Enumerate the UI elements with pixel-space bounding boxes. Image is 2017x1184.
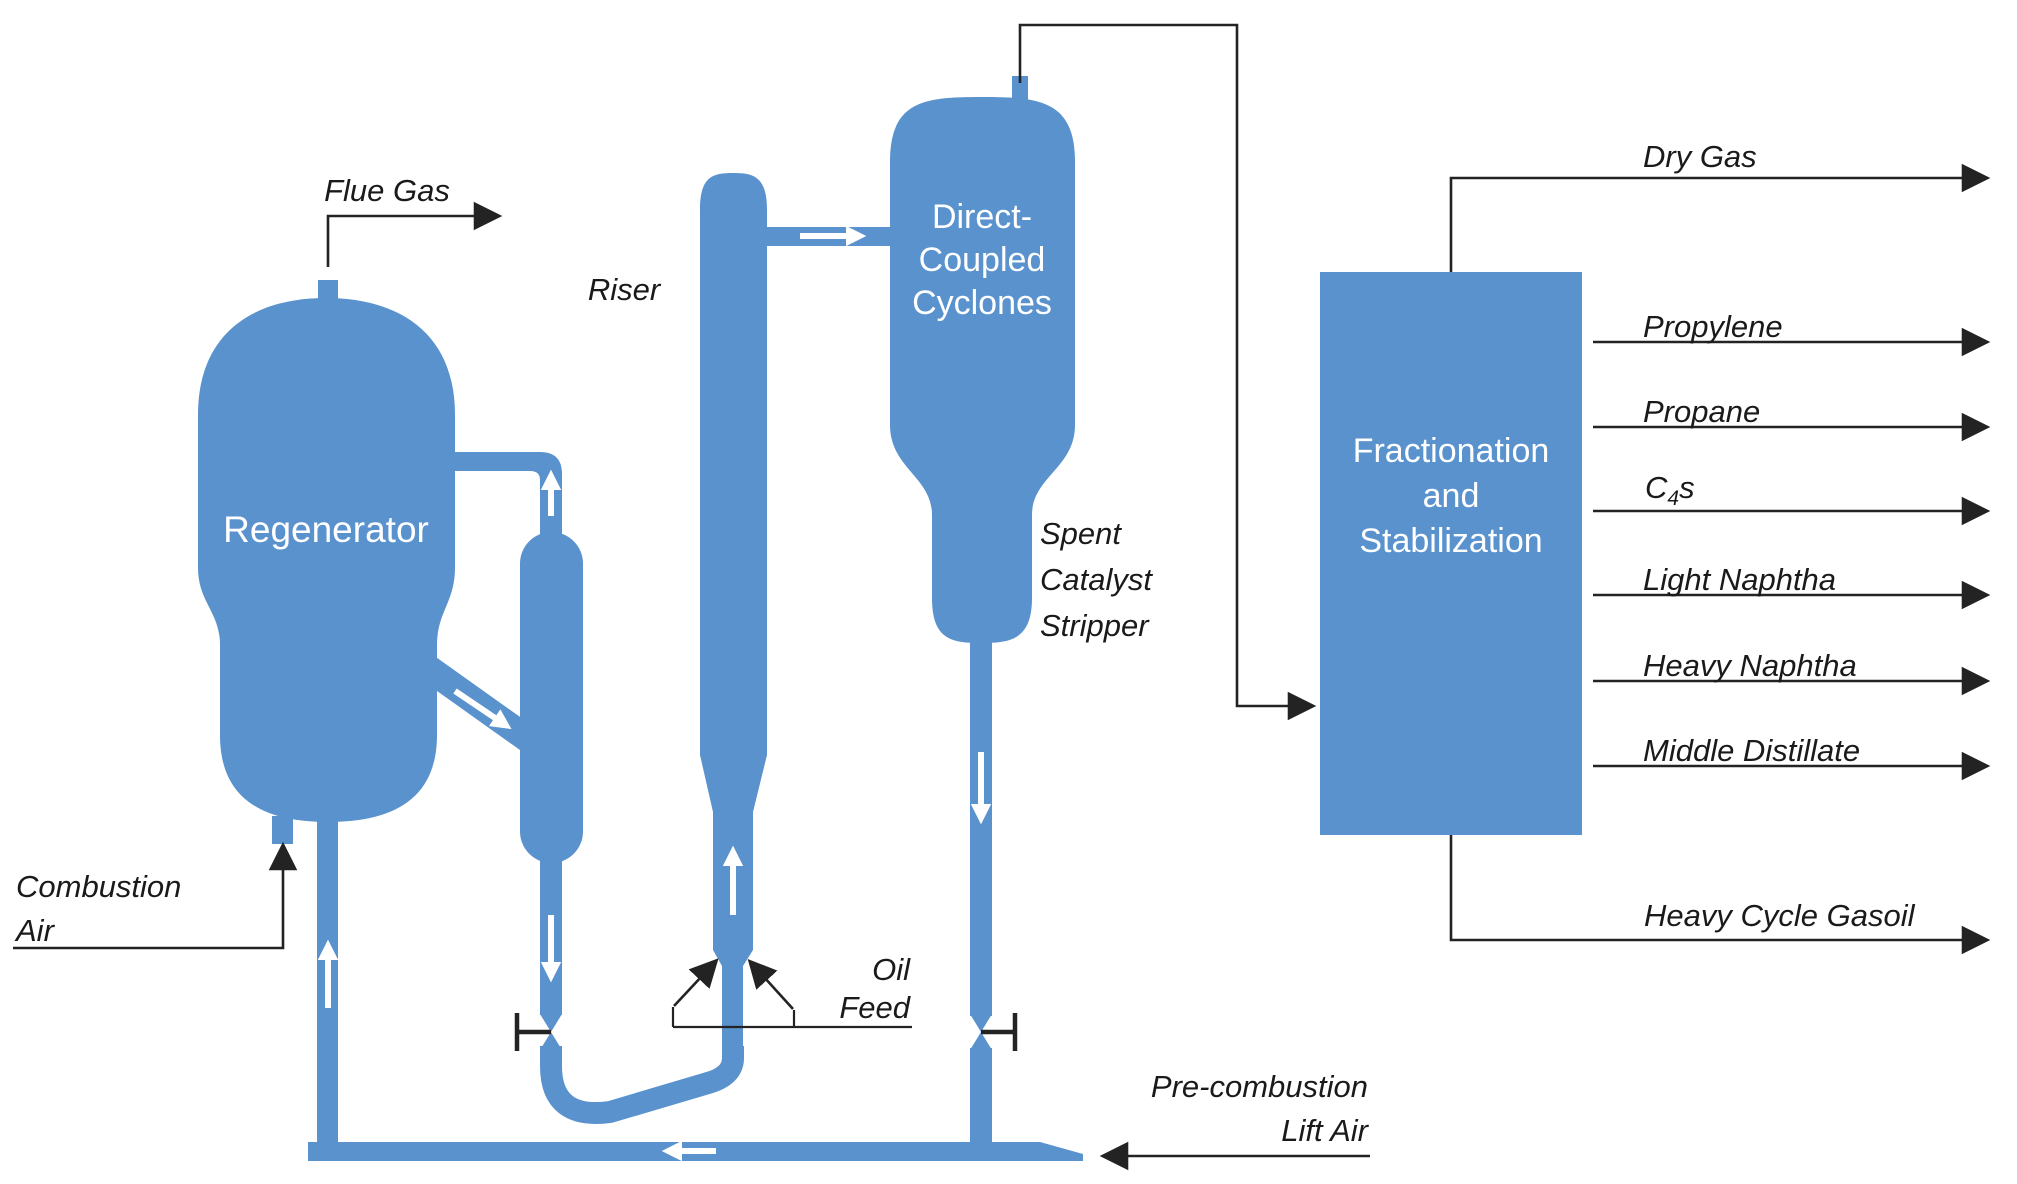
combustion-air-label-line1: Combustion	[16, 869, 181, 904]
standpipe-vessel	[520, 532, 583, 863]
pre-combustion-label-line2: Lift Air	[1281, 1113, 1369, 1148]
oil-feed-bracket	[671, 1007, 912, 1029]
heavy-cycle-gasoil-line	[1449, 835, 1991, 955]
flue-gas-line	[326, 201, 503, 267]
propylene-label: Propylene	[1643, 309, 1783, 344]
oil-feed-arrow-left	[673, 958, 719, 1007]
u-bend-pipe	[540, 1046, 744, 1124]
standpipe-valve-stem	[514, 1013, 551, 1051]
catalyst-diagonal-arrow	[453, 688, 512, 730]
regenerator-label: Regenerator	[223, 509, 429, 550]
fractionator-box	[1320, 272, 1582, 835]
light-naphtha-label: Light Naphtha	[1643, 562, 1836, 597]
cyclones-label-line3: Cyclones	[912, 284, 1052, 322]
propane-label: Propane	[1643, 394, 1760, 429]
stripper-label-line3: Stripper	[1040, 608, 1150, 643]
fractionator-label-line2: and	[1423, 477, 1480, 515]
combustion-air-label-line2: Air	[14, 913, 56, 948]
riser-label: Riser	[588, 272, 662, 307]
combustion-air-line	[13, 841, 298, 950]
cyclones-label-line1: Direct-	[932, 198, 1032, 236]
stripper-standpipe-upper	[970, 640, 992, 1016]
stripper-label-line1: Spent	[1040, 516, 1122, 551]
cyclones-overhead-line	[1018, 23, 1317, 721]
stripper-standpipe-lower	[970, 1048, 992, 1146]
regenerator-vessel	[198, 298, 455, 822]
vessel-labels: Regenerator Direct- Coupled Cyclones Fra…	[223, 198, 1549, 560]
heavy-naphtha-label: Heavy Naphtha	[1643, 648, 1857, 683]
stripper-valve-stem	[981, 1013, 1018, 1051]
pre-combustion-label-line1: Pre-combustion	[1151, 1069, 1368, 1104]
dry-gas-label: Dry Gas	[1643, 139, 1757, 174]
regenerator-top-nozzle	[318, 280, 338, 304]
middle-distillate-label: Middle Distillate	[1643, 733, 1860, 768]
stripper-label-line2: Catalyst	[1040, 562, 1153, 597]
oil-feed-label-line2: Feed	[839, 990, 911, 1025]
dry-gas-line	[1449, 163, 1991, 272]
oil-feed-label-line1: Oil	[872, 952, 911, 987]
fractionator-label-line1: Fractionation	[1353, 432, 1550, 470]
oil-feed-arrow-right	[747, 958, 794, 1010]
heavy-cycle-gasoil-label: Heavy Cycle Gasoil	[1644, 898, 1916, 933]
regenerator-air-nozzle	[272, 816, 293, 844]
fractionator-label-line3: Stabilization	[1359, 522, 1542, 560]
cyclones-vessel	[890, 97, 1075, 643]
riser-vessel	[700, 173, 767, 1052]
cyclones-top-nozzle	[1012, 76, 1028, 100]
flow-lines	[13, 23, 1991, 1171]
flue-gas-label: Flue Gas	[324, 173, 450, 208]
regenerator-transfer-pipe	[455, 452, 562, 546]
internal-flow-arrows	[317, 225, 992, 1162]
stream-labels: Flue Gas Riser Combustion Air Oil Feed P…	[14, 139, 1916, 1148]
c4s-label: C4s	[1645, 470, 1695, 510]
cyclones-label-line2: Coupled	[919, 241, 1046, 279]
